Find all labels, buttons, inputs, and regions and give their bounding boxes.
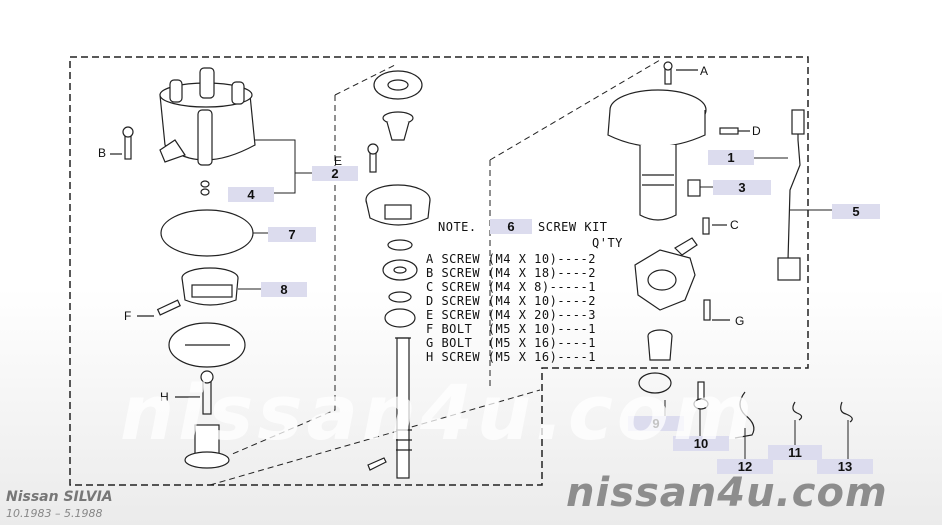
- gear-coupling: [647, 329, 673, 361]
- note-line-a: A SCREW (M4 X 10)----2: [426, 252, 596, 266]
- letter-d: D: [752, 124, 761, 138]
- letter-e: E: [334, 154, 343, 168]
- sensor-cable-1: [777, 109, 805, 281]
- note-line-c: C SCREW (M4 X 8)-----1: [426, 280, 596, 294]
- distributor-housing: [607, 89, 707, 221]
- letter-a: A: [700, 64, 709, 78]
- part-label-8[interactable]: 8: [261, 282, 307, 297]
- rotor-cap: [373, 70, 423, 100]
- note-line-b: B SCREW (M4 X 18)----2: [426, 266, 596, 280]
- part-label-10[interactable]: 10: [673, 436, 729, 451]
- part-label-5[interactable]: 5: [832, 204, 880, 219]
- clip-3: [687, 179, 701, 197]
- note-line-g: G BOLT (M5 X 16)----1: [426, 336, 596, 350]
- letter-h: H: [160, 390, 169, 404]
- model-name: Nissan SILVIA: [6, 489, 113, 505]
- screw-d: [719, 127, 750, 135]
- note-qty-header: Q'TY: [592, 236, 623, 250]
- main-shaft: [367, 337, 412, 479]
- letter-f: F: [124, 309, 132, 323]
- spring-4: [200, 180, 210, 196]
- screw-e: [367, 143, 379, 173]
- screw-f: [137, 299, 181, 317]
- watermark-brand: nissan4u.com: [566, 470, 888, 516]
- advance-plate: [634, 237, 698, 311]
- part-label-2[interactable]: 2: [312, 166, 358, 181]
- clip-12: [734, 391, 755, 439]
- note-line-d: D SCREW (M4 X 10)----2: [426, 294, 596, 308]
- letter-b: B: [98, 146, 107, 160]
- pickup-plate: [365, 184, 431, 226]
- part-label-9[interactable]: 9: [628, 416, 684, 431]
- part-label-11[interactable]: 11: [768, 445, 822, 460]
- clip-11: [792, 401, 803, 421]
- watermark-center: nissan4u.com: [120, 368, 757, 457]
- gasket-ring: [160, 209, 254, 257]
- screw-c: [702, 217, 727, 235]
- part-label-6[interactable]: 6: [490, 219, 532, 234]
- part-label-1[interactable]: 1: [708, 150, 754, 165]
- note-line-h: H SCREW (M5 X 16)----1: [426, 350, 596, 364]
- part-label-12[interactable]: 12: [717, 459, 773, 474]
- note-line-f: F BOLT (M5 X 10)----1: [426, 322, 596, 336]
- note-prefix: NOTE.: [438, 220, 477, 234]
- bearing-stack: [382, 239, 418, 328]
- screw-b: [110, 126, 134, 160]
- part-label-3[interactable]: 3: [713, 180, 771, 195]
- part-label-4[interactable]: 4: [228, 187, 274, 202]
- letter-g: G: [735, 314, 745, 328]
- o-ring-9: [638, 372, 672, 394]
- note-line-e: E SCREW (M4 X 20)----3: [426, 308, 596, 322]
- screw-h: [175, 370, 214, 415]
- seal-plate: [168, 322, 246, 368]
- part-label-7[interactable]: 7: [268, 227, 316, 242]
- part-label-13[interactable]: 13: [817, 459, 873, 474]
- rotor-head: [181, 267, 239, 306]
- bolt-10: [693, 381, 709, 410]
- screw-g: [703, 299, 730, 321]
- clip-13: [840, 401, 853, 423]
- distributor-cap: [159, 67, 256, 166]
- letter-c: C: [730, 218, 739, 232]
- guide-lines: [209, 59, 661, 486]
- note-suffix: SCREW KIT: [538, 220, 608, 234]
- model-years: 10.1983 – 5.1988: [6, 507, 103, 520]
- rotor-tip: [382, 111, 414, 141]
- bottom-shaft-coupling: [184, 424, 230, 469]
- frame-outline: [69, 56, 809, 486]
- screw-a: [663, 61, 698, 85]
